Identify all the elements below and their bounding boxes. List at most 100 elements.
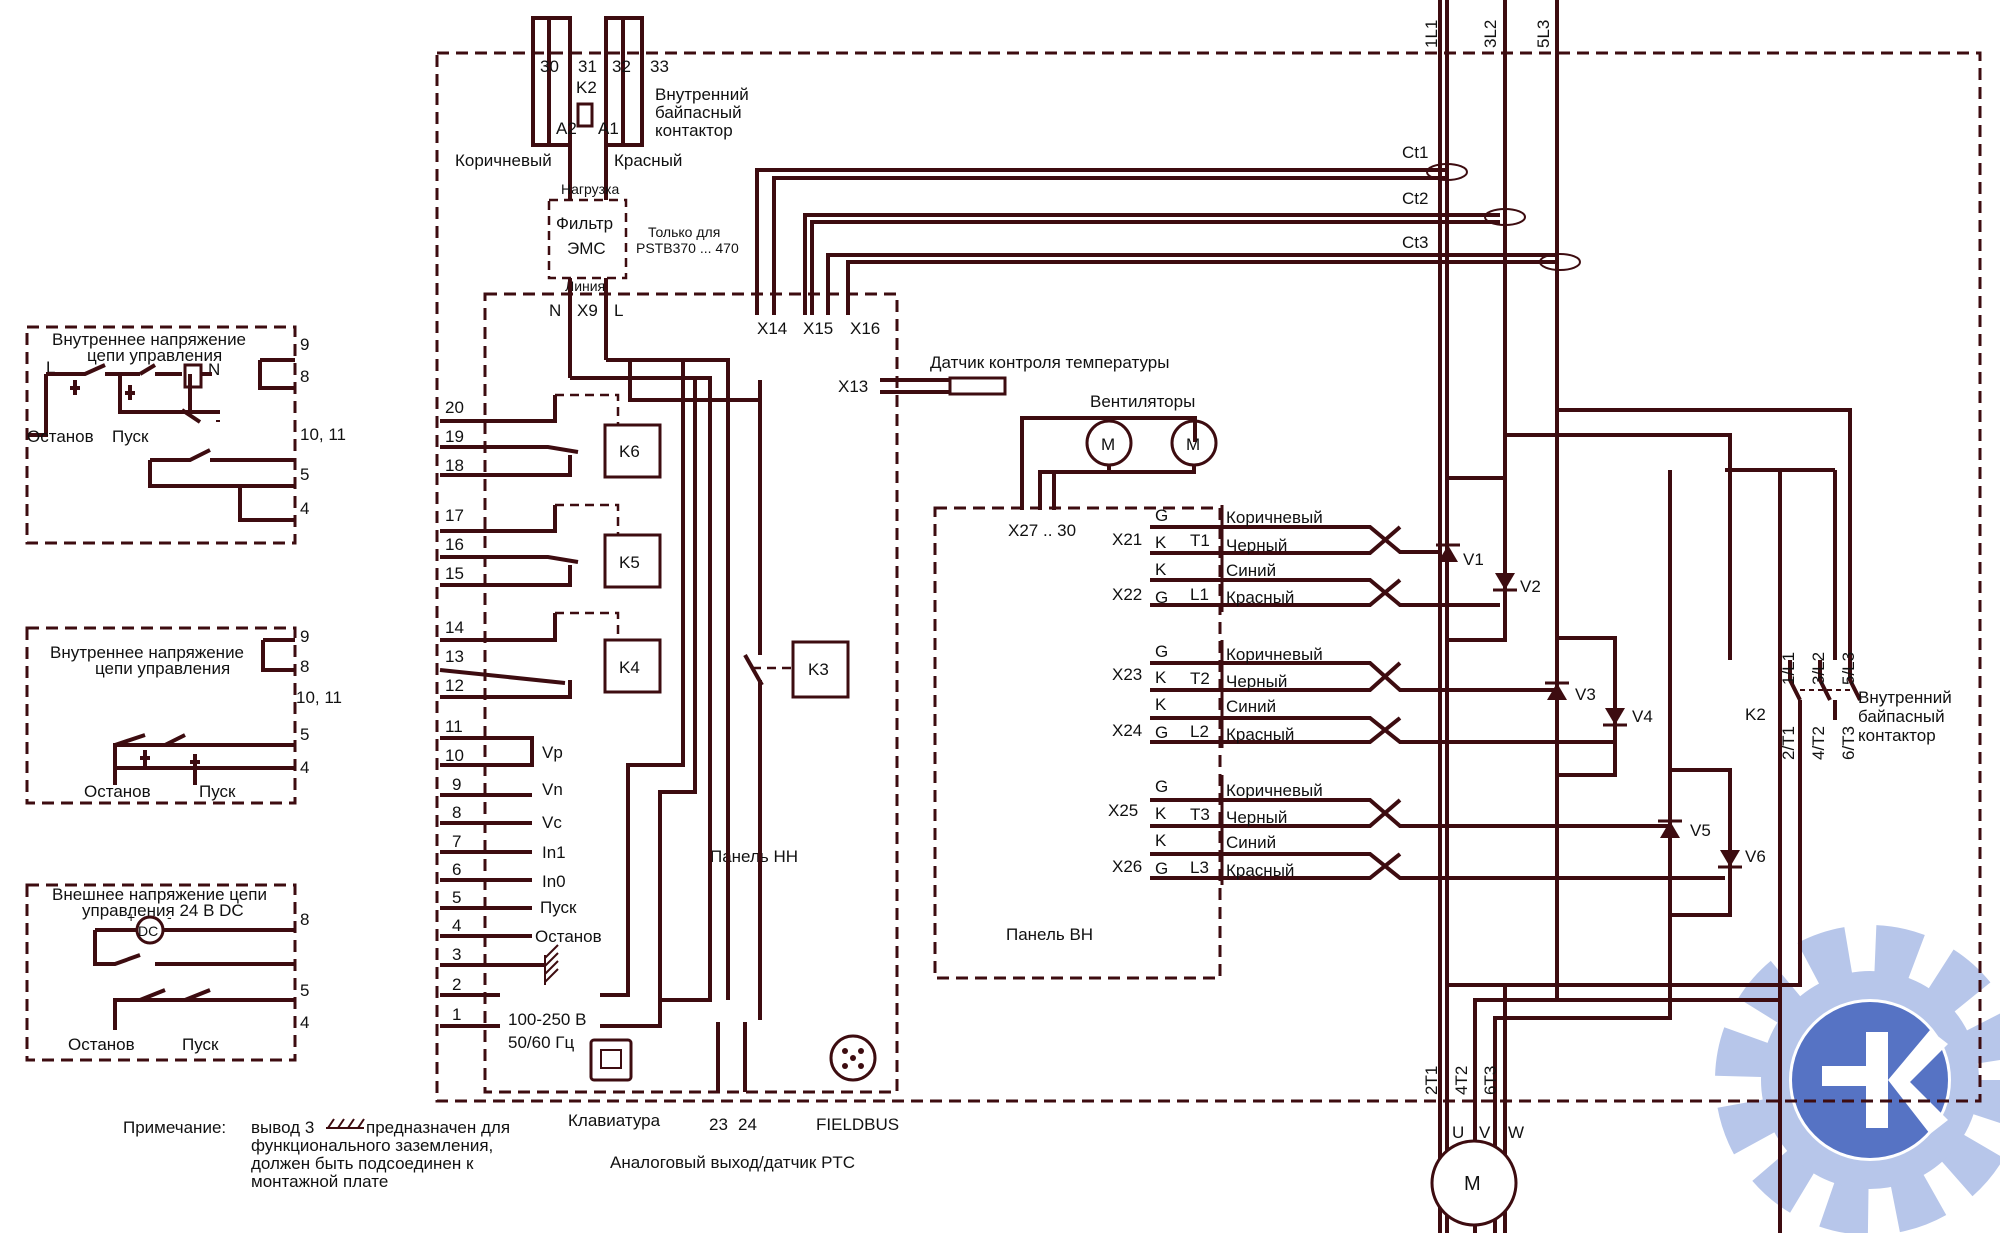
note-line4: монтажной плате	[251, 1172, 388, 1191]
term-7: 7	[452, 832, 461, 851]
term-2: 2	[452, 975, 461, 994]
term-4: 4	[452, 916, 461, 935]
left-circuit-2: Внутреннее напряжение цепи управления Ос…	[25, 626, 342, 805]
left3-plus: +	[127, 909, 135, 925]
bypass-top-3: 5/L3	[1839, 652, 1858, 685]
g3-x25: X25	[1108, 801, 1138, 820]
x15-label: X15	[803, 319, 833, 338]
label-in0: In0	[542, 872, 566, 891]
g1-x22: X22	[1112, 585, 1142, 604]
thyristor-v6-icon	[1718, 850, 1742, 869]
left1-stop: Останов	[27, 427, 94, 446]
phase-lines: 1L1 3L2 5L3	[1422, 0, 1559, 1233]
term-1: 1	[452, 1005, 461, 1024]
relay-term-18: 18	[445, 456, 464, 475]
g2-k: K	[1155, 668, 1167, 687]
temp-sensor-label: Датчик контроля температуры	[930, 353, 1169, 372]
relay-term-15: 15	[445, 564, 464, 583]
left1-n: N	[208, 360, 220, 379]
emc-filter: Нагрузка Фильтр ЭМС Линия Только для PST…	[547, 181, 739, 294]
g2-wire-4: Красный	[1226, 725, 1294, 744]
x9-l: L	[614, 301, 623, 320]
x9-n: N	[549, 301, 561, 320]
analog-output-label: Аналоговый выход/датчик PTC	[610, 1153, 855, 1172]
g3-wire-4: Красный	[1226, 861, 1294, 880]
g1-t1: T1	[1190, 531, 1210, 550]
note-line1a: вывод 3	[251, 1118, 314, 1137]
g1-k2: K	[1155, 560, 1167, 579]
x9-connector: N X9 L	[549, 278, 730, 1002]
emc-title-1: Фильтр	[556, 214, 613, 233]
g1-g: G	[1155, 506, 1168, 525]
left-circuit-3: Внешнее напряжение цепи управления 24 В …	[25, 883, 309, 1062]
left2-term-4: 4	[300, 758, 309, 777]
term-9: 9	[452, 775, 461, 794]
left3-title-2: управления 24 В DC	[82, 901, 244, 920]
motor-label: M	[1464, 1173, 1481, 1195]
emc-line: Линия	[565, 278, 605, 294]
g2-x24: X24	[1112, 721, 1142, 740]
motor-out-1: 2T1	[1422, 1066, 1441, 1095]
ct1-label: Ct1	[1402, 143, 1428, 162]
g3-k2: K	[1155, 831, 1167, 850]
v5-label: V5	[1690, 821, 1711, 840]
motor-v: V	[1479, 1123, 1491, 1142]
bypass-bot-2: 4/T2	[1809, 726, 1828, 760]
bypass-bot-1: 2/T1	[1779, 726, 1798, 760]
thyristor-v5-icon	[1658, 819, 1682, 838]
left1-start: Пуск	[112, 427, 149, 446]
control-terminals: 11 10 9 8 7 6 5 4 3 2 1 Vp Vn Vc In1 In0…	[440, 360, 697, 1052]
emc-title-2: ЭМС	[567, 239, 606, 258]
thyristor-v3-icon	[1545, 681, 1569, 700]
v4-label: V4	[1632, 707, 1653, 726]
temperature-sensor: X13 Датчик контроля температуры	[838, 353, 1169, 396]
k2-desc-1: Внутренний	[655, 85, 749, 104]
g3-t3: T3	[1190, 805, 1210, 824]
k2-wire-red: Красный	[614, 151, 682, 170]
gate-group-3: G K K G X25 X26 T3 L3 Коричневый Черный …	[1108, 775, 1725, 885]
g2-g2: G	[1155, 723, 1168, 742]
note-line2: функционального заземления,	[251, 1136, 493, 1155]
left2-term-1011: 10, 11	[296, 688, 342, 707]
g2-k2: K	[1155, 695, 1167, 714]
g1-wire-1: Коричневый	[1226, 508, 1323, 527]
left2-term-8: 8	[300, 657, 309, 676]
g3-l3: L3	[1190, 858, 1209, 877]
left1-term-5: 5	[300, 465, 309, 484]
k2-term-33: 33	[650, 57, 669, 76]
left-circuit-1: Внутреннее напряжение цепи управления L …	[25, 325, 346, 545]
thyristor-v2-icon	[1493, 573, 1517, 592]
keyboard-label: Клавиатура	[568, 1111, 661, 1130]
k2-term-30: 30	[540, 57, 559, 76]
k2-a1: A1	[598, 119, 619, 138]
left3-start: Пуск	[182, 1035, 219, 1054]
gate-group-1: G K K G X21 X22 T1 L1 Коричневый Черный …	[1112, 505, 1500, 612]
k2-term-32: 32	[612, 57, 631, 76]
motor-icon	[1430, 1139, 1518, 1227]
left3-term-5: 5	[300, 981, 309, 1000]
fans-connector: X27 .. 30	[1008, 521, 1076, 540]
current-transformer-wires: Ct1 Ct2 Ct3 X14 X15 X16	[755, 143, 1581, 338]
x13-label: X13	[838, 377, 868, 396]
thyristor-v1-icon	[1436, 543, 1460, 562]
relay-k6-label: K6	[619, 442, 640, 461]
fan-2-motor: M	[1186, 435, 1200, 454]
motor-out-3: 6T3	[1481, 1066, 1500, 1095]
note-label: Примечание:	[123, 1118, 226, 1137]
bypass-k2: K2	[1745, 705, 1766, 724]
k2-label: K2	[576, 78, 597, 97]
v3-label: V3	[1575, 685, 1596, 704]
k2-internal-contactor: 30 31 32 33 K2 A2 A1 Внутренний байпасны…	[455, 16, 749, 200]
emc-note-1: Только для	[648, 224, 720, 240]
term-8: 8	[452, 803, 461, 822]
term-24: 24	[738, 1115, 757, 1134]
left3-term-4: 4	[300, 1013, 309, 1032]
relay-term-12: 12	[445, 676, 464, 695]
fan-1-motor: M	[1101, 435, 1115, 454]
panel-lv	[483, 292, 899, 1094]
k2-desc-2: байпасный	[655, 103, 742, 122]
motor: 2T1 4T2 6T3 U V W M	[1422, 1066, 1524, 1227]
label-start: Пуск	[540, 898, 577, 917]
relay-term-13: 13	[445, 647, 464, 666]
